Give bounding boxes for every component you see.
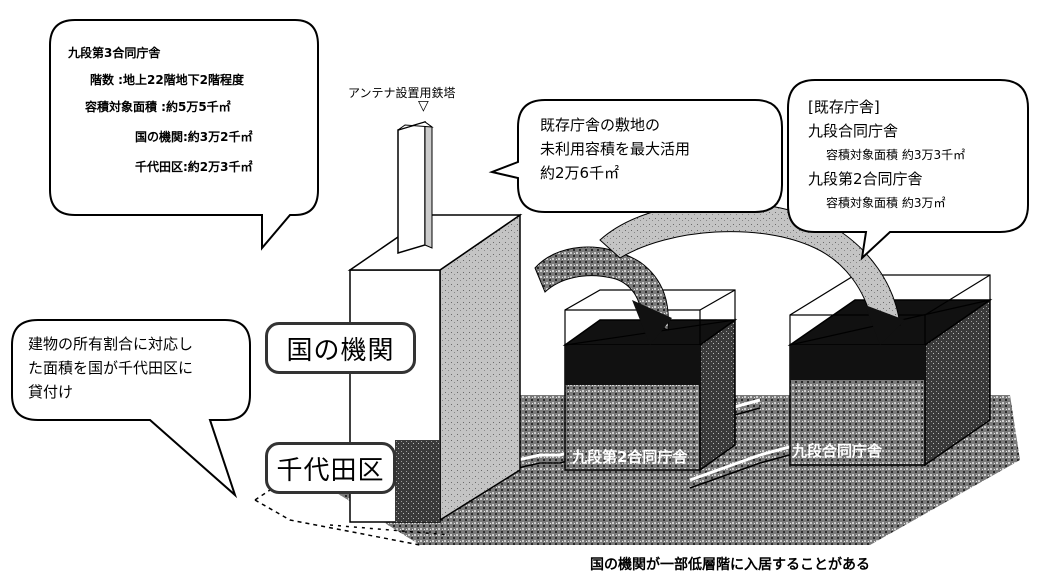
existing-building1: 九段合同庁舎 xyxy=(808,122,899,140)
callout-bubble-building3 xyxy=(49,19,319,251)
tower-building xyxy=(347,120,523,523)
antenna-marker-icon: ▽ xyxy=(418,98,429,114)
existing-building1-area: 容積対象面積 約3万3千㎡ xyxy=(826,148,966,162)
chiyoda-ward-label: 千代田区 xyxy=(265,442,396,494)
footnote: 国の機関が一部低層階に入居することがある xyxy=(590,557,870,573)
building3-floor-area: 容積対象面積 :約5万5千㎡ xyxy=(85,100,231,114)
building3-floors: 階数 :地上22階地下2階程度 xyxy=(90,73,245,87)
building3-national-area: 国の機関:約3万2千㎡ xyxy=(135,130,253,144)
unused-line2: 未利用容積を最大活用 xyxy=(540,140,691,158)
unused-line3: 約2万6千㎡ xyxy=(540,164,620,182)
lease-line3: 貸付け xyxy=(28,383,74,401)
building3-title: 九段第3合同庁舎 xyxy=(68,46,161,60)
building3-chiyoda-area: 千代田区:約2万3千㎡ xyxy=(135,160,253,174)
unused-line1: 既存庁舎の敷地の xyxy=(540,116,661,134)
building2-name: 九段第2合同庁舎 xyxy=(572,448,688,466)
existing-building2: 九段第2合同庁舎 xyxy=(808,170,923,188)
lease-line1: 建物の所有割合に対応し xyxy=(28,335,194,353)
national-agency-label: 国の機関 xyxy=(265,322,416,374)
existing-building-2 xyxy=(562,289,738,472)
callout-bubble-existing xyxy=(787,79,1029,261)
callout-bubble-lease xyxy=(11,319,251,499)
antenna-label: アンテナ設置用鉄塔 xyxy=(348,86,456,100)
existing-heading: [既存庁舎] xyxy=(808,98,880,116)
building1-name: 九段合同庁舎 xyxy=(792,442,883,460)
callout-bubble-unused xyxy=(488,99,783,213)
existing-building2-area: 容積対象面積 約3万㎡ xyxy=(826,196,946,210)
existing-building-1 xyxy=(787,274,993,467)
lease-line2: た面積を国が千代田区に xyxy=(28,359,194,377)
